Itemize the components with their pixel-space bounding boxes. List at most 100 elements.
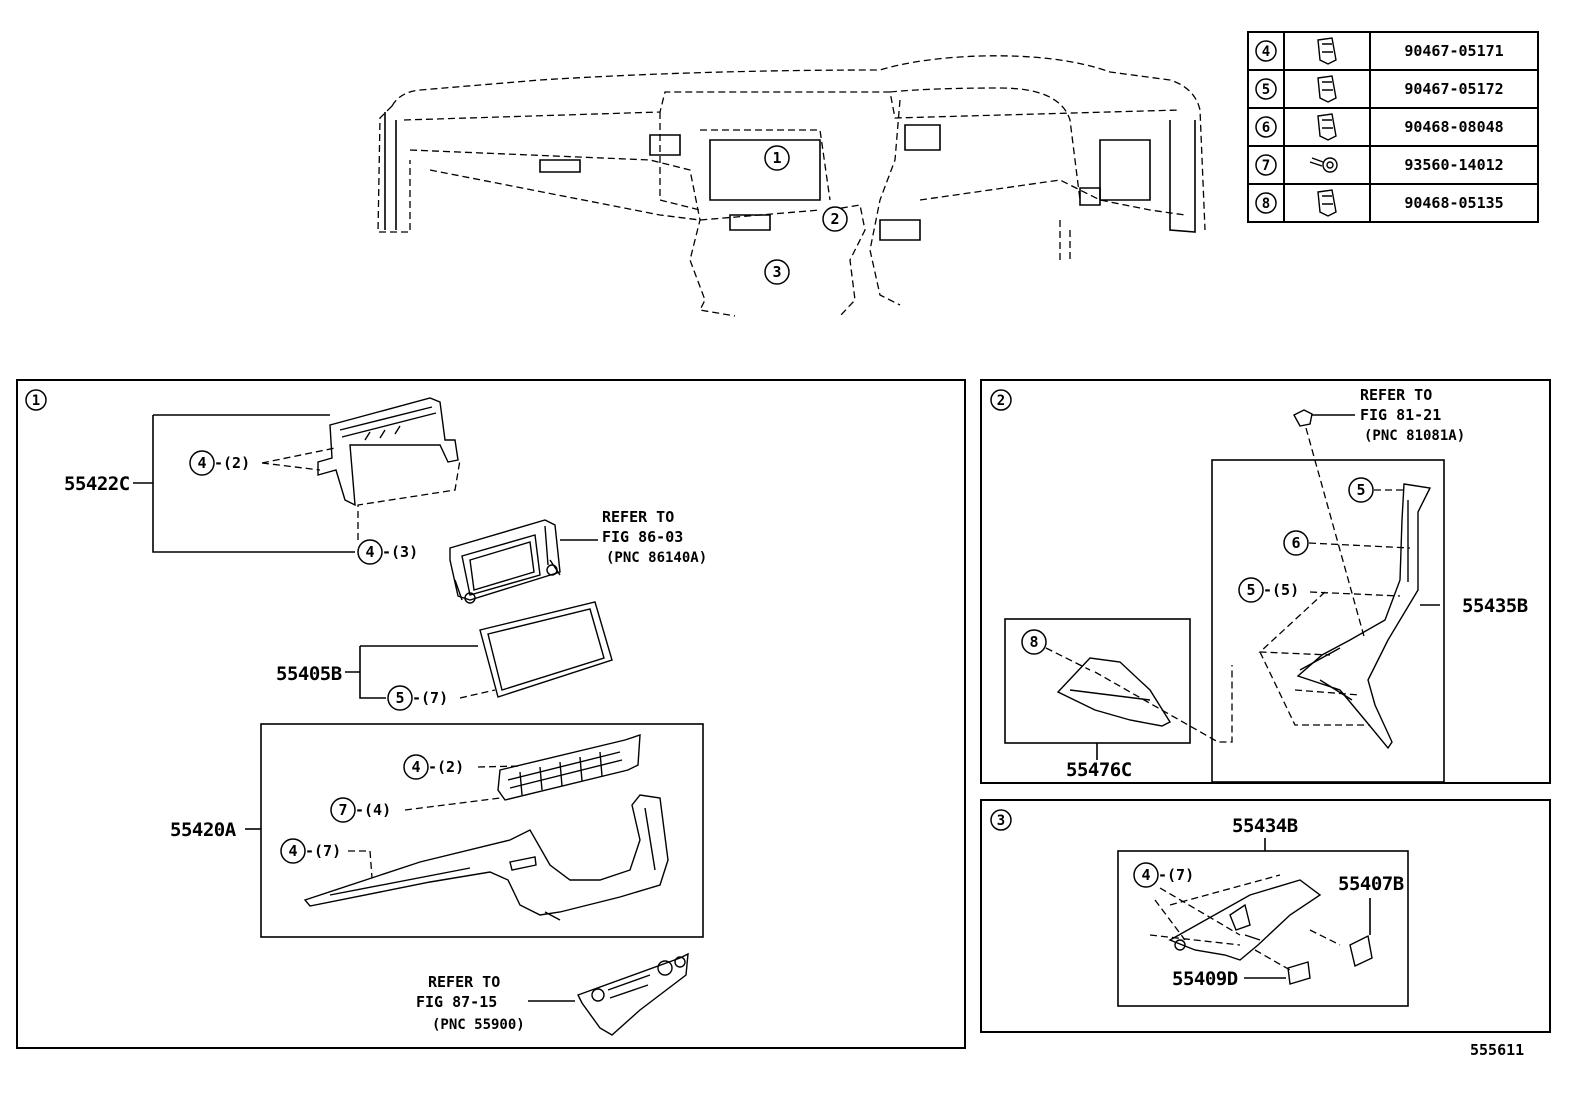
- table-row: 5 90467-05172: [1255, 75, 1504, 103]
- svg-text:4: 4: [365, 543, 374, 561]
- panel-55420A-frame: [260, 723, 704, 938]
- svg-text:1: 1: [32, 393, 40, 409]
- part-number-55476C: 55476C: [1066, 759, 1132, 781]
- svg-text:3: 3: [997, 813, 1005, 829]
- callout-4: 4: [403, 754, 429, 780]
- svg-text:90467-05171: 90467-05171: [1404, 42, 1503, 60]
- instrument-panel-trim-drawing: [303, 794, 669, 916]
- trim-cap-drawing: [1287, 961, 1311, 985]
- refer-label: (PNC 86140A): [606, 550, 707, 566]
- part-number-55422C: 55422C: [64, 473, 130, 495]
- callout-7: 7: [330, 797, 356, 823]
- panel-55434B-frame: [1117, 850, 1409, 1007]
- refer-label: FIG 87-15: [416, 993, 497, 1011]
- panel-3-number: 3: [990, 809, 1012, 831]
- quantity-label: -(7): [412, 689, 448, 707]
- refer-label: FIG 81-21: [1360, 406, 1441, 424]
- part-number-55407B: 55407B: [1338, 873, 1404, 895]
- callout-6: 6: [1283, 530, 1309, 556]
- svg-text:3: 3: [772, 263, 781, 281]
- part-number-55434B: 55434B: [1232, 815, 1298, 837]
- overview-callout-1: 1: [764, 145, 790, 171]
- svg-text:5: 5: [1246, 581, 1255, 599]
- screw-icon: [1309, 157, 1338, 173]
- quantity-label: -(4): [355, 801, 391, 819]
- panel-55435B-frame: [1211, 459, 1445, 783]
- callout-4: 4: [280, 838, 306, 864]
- refer-label: (PNC 81081A): [1364, 428, 1465, 444]
- svg-text:8: 8: [1262, 196, 1270, 212]
- svg-text:4: 4: [1141, 866, 1150, 884]
- table-row: 4 90467-05171: [1255, 37, 1504, 65]
- callout-8: 8: [1021, 629, 1047, 655]
- table-row: 8 90468-05135: [1255, 189, 1504, 217]
- svg-text:93560-14012: 93560-14012: [1404, 156, 1503, 174]
- trim-cover-drawing: [1056, 657, 1172, 727]
- svg-text:4: 4: [288, 842, 297, 860]
- display-cover-drawing: [479, 601, 613, 698]
- lower-trim-drawing: [1168, 879, 1322, 961]
- fastener-table: [1247, 31, 1539, 223]
- callout-5: 5: [1238, 577, 1264, 603]
- panel-2-number: 2: [990, 389, 1012, 411]
- svg-text:5: 5: [1356, 481, 1365, 499]
- figure-id: 555611: [1470, 1041, 1524, 1059]
- quantity-label: -(7): [305, 842, 341, 860]
- clip-icon: [1293, 409, 1313, 427]
- callout-4: 4: [357, 539, 383, 565]
- panel-1-number: 1: [25, 389, 47, 411]
- svg-text:1: 1: [772, 149, 781, 167]
- quantity-label: -(5): [1263, 581, 1299, 599]
- part-number-55435B: 55435B: [1462, 595, 1528, 617]
- table-row: 6 90468-08048: [1255, 113, 1504, 141]
- callout-4: 4: [189, 450, 215, 476]
- svg-text:2: 2: [830, 210, 839, 228]
- svg-text:5: 5: [1262, 82, 1270, 98]
- quantity-label: -(2): [428, 758, 464, 776]
- dashboard-overview-drawing: [377, 55, 1206, 317]
- callout-5: 5: [1348, 477, 1374, 503]
- refer-label: (PNC 55900): [432, 1017, 525, 1033]
- refer-label: REFER TO: [602, 508, 674, 526]
- radio-display-unit-drawing: [449, 519, 561, 601]
- part-number-55420A: 55420A: [170, 819, 237, 841]
- air-vent-drawing: [497, 734, 641, 801]
- svg-text:7: 7: [338, 801, 347, 819]
- quantity-label: -(7): [1158, 866, 1194, 884]
- svg-text:90467-05172: 90467-05172: [1404, 80, 1503, 98]
- part-number-55405B: 55405B: [276, 663, 342, 685]
- svg-text:90468-05135: 90468-05135: [1404, 194, 1503, 212]
- svg-text:4: 4: [1262, 44, 1270, 60]
- svg-text:8: 8: [1029, 633, 1038, 651]
- svg-text:6: 6: [1262, 120, 1270, 136]
- svg-text:4: 4: [197, 454, 206, 472]
- quantity-label: -(2): [214, 454, 250, 472]
- svg-text:4: 4: [411, 758, 420, 776]
- callout-5: 5: [387, 685, 413, 711]
- trim-cap-drawing: [1349, 934, 1373, 968]
- refer-label: FIG 86-03: [602, 528, 683, 546]
- clip-icon: [1317, 37, 1337, 65]
- console-side-trim-drawing: [1296, 483, 1432, 750]
- quantity-label: -(3): [382, 543, 418, 561]
- part-number-55409D: 55409D: [1172, 968, 1238, 990]
- clip-icon: [1317, 113, 1337, 141]
- callout-4: 4: [1133, 862, 1159, 888]
- table-row: 7 93560-14012: [1255, 154, 1504, 176]
- overview-callout-2: 2: [822, 206, 848, 232]
- panel-2-frame: [980, 379, 1551, 784]
- svg-text:5: 5: [395, 689, 404, 707]
- refer-label: REFER TO: [428, 973, 500, 991]
- panel-1-frame: [16, 379, 966, 1049]
- panel-3-frame: [980, 799, 1551, 1033]
- svg-text:90468-08048: 90468-08048: [1404, 118, 1503, 136]
- overview-callout-3: 3: [764, 259, 790, 285]
- svg-text:2: 2: [997, 393, 1005, 409]
- switch-panel-drawing: [577, 952, 689, 1036]
- clip-icon: [1317, 75, 1337, 103]
- svg-text:6: 6: [1291, 534, 1300, 552]
- refer-label: REFER TO: [1360, 386, 1432, 404]
- clip-icon: [1317, 189, 1337, 217]
- svg-text:7: 7: [1262, 158, 1270, 174]
